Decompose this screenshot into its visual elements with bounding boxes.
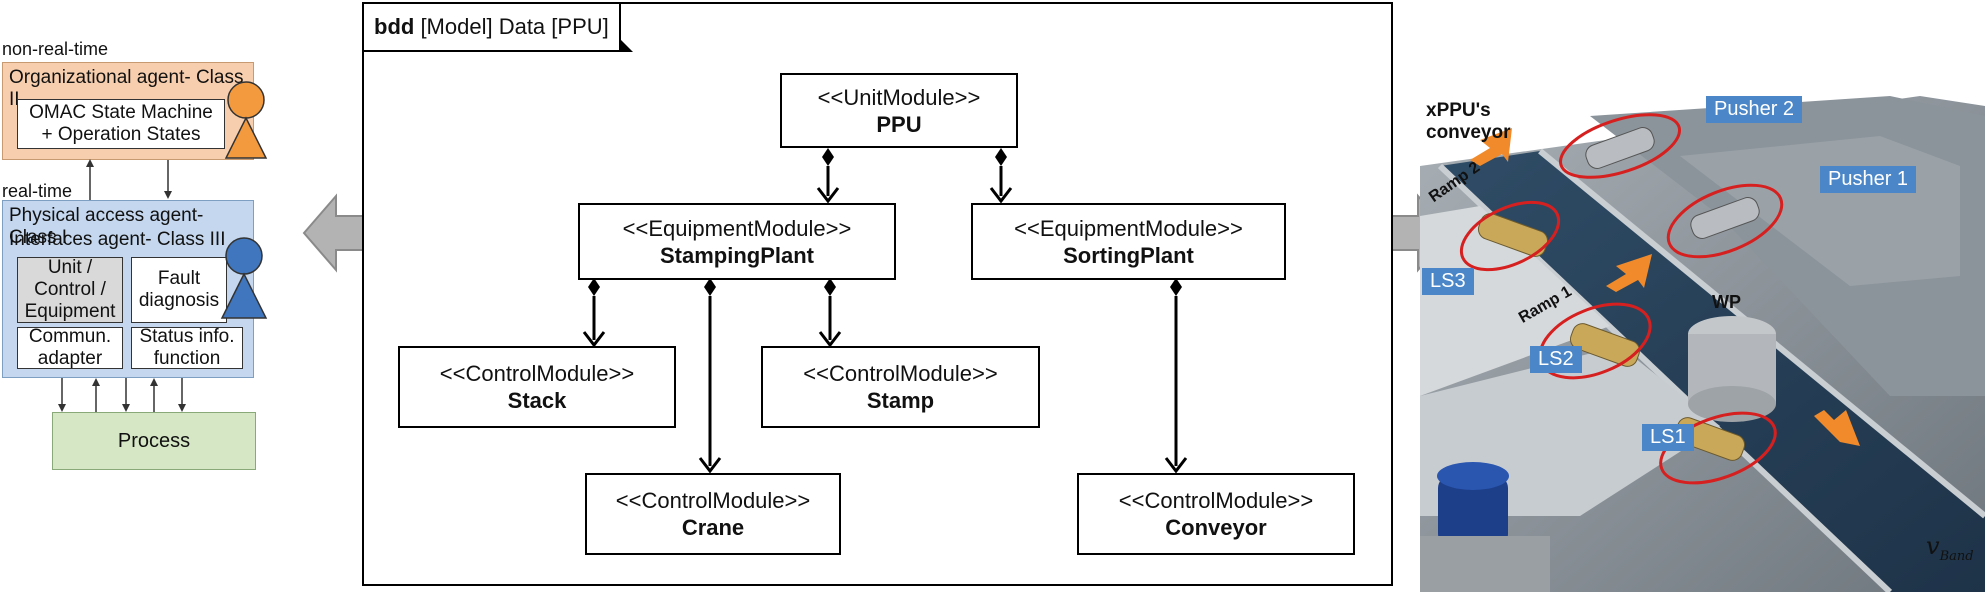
physical-access-agent-box: Physical access agent- Class I Interface… bbox=[2, 200, 254, 378]
conveyor-stereotype: <<ControlModule>> bbox=[1118, 488, 1314, 513]
omac-line2: + Operation States bbox=[41, 124, 201, 145]
omac-state-machine-box: OMAC State Machine + Operation States bbox=[17, 99, 225, 149]
workpiece-label: WP bbox=[1712, 292, 1741, 312]
ppu-stereotype: <<UnitModule>> bbox=[817, 84, 981, 110]
physical-agent-person-icon bbox=[220, 237, 268, 319]
uce-line3: Equipment bbox=[24, 301, 116, 322]
stampingplant-block: <<EquipmentModule>> StampingPlant bbox=[578, 203, 896, 280]
omac-line1: OMAC State Machine bbox=[29, 102, 213, 123]
physical-agent-title1: Physical access agent- Class I bbox=[9, 205, 204, 248]
status-line2: function bbox=[153, 348, 221, 369]
pusher2-label: Pusher 2 bbox=[1706, 96, 1803, 123]
nonrealtime-label: non-real-time bbox=[2, 39, 109, 59]
organizational-agent-title: Organizational agent- Class II bbox=[9, 67, 244, 110]
uce-line2: Control / bbox=[34, 279, 106, 300]
v-band-subscript: Band bbox=[1939, 548, 1974, 564]
stamp-stereotype: <<ControlModule>> bbox=[803, 361, 998, 386]
unit-control-equipment-box: Unit / Control / Equipment bbox=[17, 257, 123, 323]
crane-name: Crane bbox=[681, 515, 745, 540]
sortingplant-stereotype: <<EquipmentModule>> bbox=[1014, 215, 1243, 241]
stack-name: Stack bbox=[507, 388, 567, 413]
xppu-conveyor-photo: xPPU's conveyor Pusher 2 Pusher 1 LS3 LS… bbox=[1420, 96, 1985, 592]
commun-adapter-box: Commun. adapter bbox=[17, 326, 123, 369]
ppu-block: <<UnitModule>> PPU bbox=[780, 73, 1018, 148]
v-band-symbol: v bbox=[1926, 532, 1940, 560]
conveyor-name: Conveyor bbox=[1165, 515, 1267, 540]
crane-stereotype: <<ControlModule>> bbox=[615, 488, 811, 513]
bdd-header-corner bbox=[618, 38, 633, 52]
sortingplant-name: SortingPlant bbox=[1063, 242, 1194, 268]
phys-process-arrows bbox=[58, 378, 186, 412]
conveyor-block: <<ControlModule>> Conveyor bbox=[1077, 473, 1355, 555]
xppu-caption-line2: conveyor bbox=[1426, 122, 1511, 143]
commun-line2: adapter bbox=[37, 348, 103, 369]
uce-line1: Unit / bbox=[47, 257, 93, 278]
stamp-name: Stamp bbox=[866, 388, 935, 413]
fault-line1: Fault bbox=[157, 268, 201, 289]
ppu-name: PPU bbox=[876, 111, 922, 137]
process-label: Process bbox=[117, 430, 191, 452]
status-info-box: Status info. function bbox=[131, 326, 243, 369]
stack-stereotype: <<ControlModule>> bbox=[439, 361, 635, 386]
process-box: Process bbox=[52, 412, 256, 470]
bdd-header-text: [Model] Data [PPU] bbox=[414, 14, 609, 39]
sortingplant-block: <<EquipmentModule>> SortingPlant bbox=[971, 203, 1286, 280]
xppu-caption: xPPU's conveyor bbox=[1426, 100, 1510, 144]
fault-diagnosis-box: Fault diagnosis bbox=[131, 257, 227, 323]
ls2-label: LS2 bbox=[1530, 346, 1582, 373]
stamp-block: <<ControlModule>> Stamp bbox=[761, 346, 1040, 428]
commun-line1: Commun. bbox=[28, 326, 112, 347]
stampingplant-stereotype: <<EquipmentModule>> bbox=[622, 215, 852, 241]
organizational-agent-box: Organizational agent- Class II OMAC Stat… bbox=[2, 62, 254, 160]
bdd-header: bdd [Model] Data [PPU] bbox=[364, 4, 633, 52]
org-phys-arrows bbox=[86, 159, 172, 200]
status-line1: Status info. bbox=[139, 326, 235, 347]
xppu-caption-line1: xPPU's bbox=[1426, 100, 1491, 121]
stampingplant-name: StampingPlant bbox=[659, 242, 814, 268]
physical-agent-title2: Interfaces agent- Class III bbox=[9, 229, 226, 250]
pusher1-label: Pusher 1 bbox=[1820, 166, 1917, 193]
conveyor-illustration bbox=[1420, 96, 1985, 592]
crane-block: <<ControlModule>> Crane bbox=[585, 473, 841, 555]
realtime-label: real-time bbox=[2, 181, 73, 201]
ls3-label: LS3 bbox=[1422, 268, 1474, 295]
fault-line2: diagnosis bbox=[138, 290, 220, 311]
bdd-keyword: bdd bbox=[374, 14, 415, 39]
v-band-label: vBand bbox=[1926, 532, 1974, 564]
stack-block: <<ControlModule>> Stack bbox=[398, 346, 676, 428]
organizational-agent-person-icon bbox=[224, 81, 268, 159]
ls1-label: LS1 bbox=[1642, 424, 1694, 451]
